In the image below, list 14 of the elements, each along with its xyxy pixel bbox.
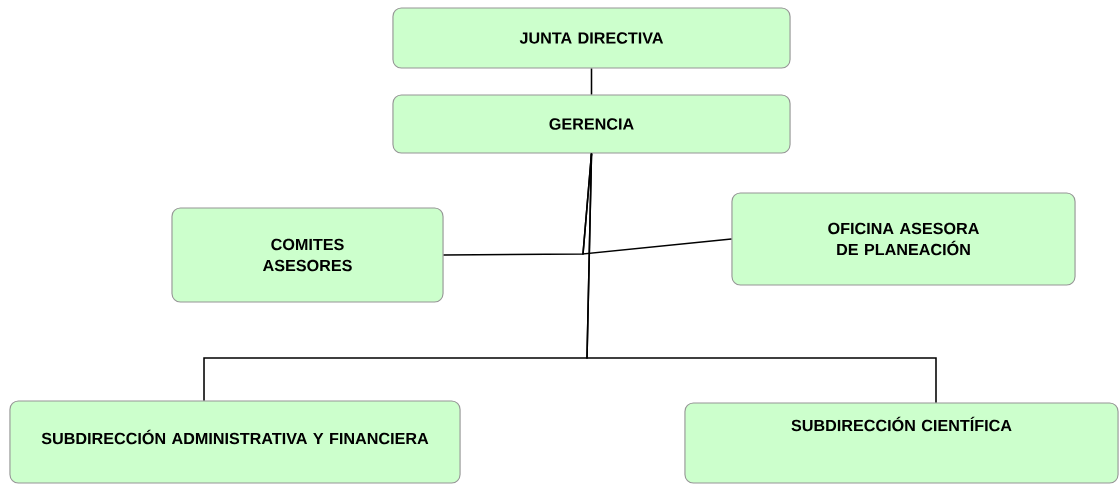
org-box <box>171 207 444 303</box>
box-label: SUBDIRECCIÓN CIENTÍFICA <box>791 416 1012 432</box>
org-box <box>9 400 461 484</box>
org-box <box>392 94 791 154</box>
box-label: GERENCIA <box>549 118 634 130</box>
box-label: COMITES ASESORES <box>262 238 352 272</box>
org-box <box>392 7 791 69</box>
org-box <box>684 402 1119 484</box>
box-label: OFICINA ASESORA DE PLANEACIÓN <box>828 222 979 256</box>
connector-line <box>586 152 937 404</box>
org-box <box>731 192 1076 286</box>
box-label: SUBDIRECCIÓN ADMINISTRATIVA Y FINANCIERA <box>41 429 429 445</box>
box-label: JUNTA DIRECTIVA <box>519 32 664 44</box>
connector-line <box>590 67 593 96</box>
